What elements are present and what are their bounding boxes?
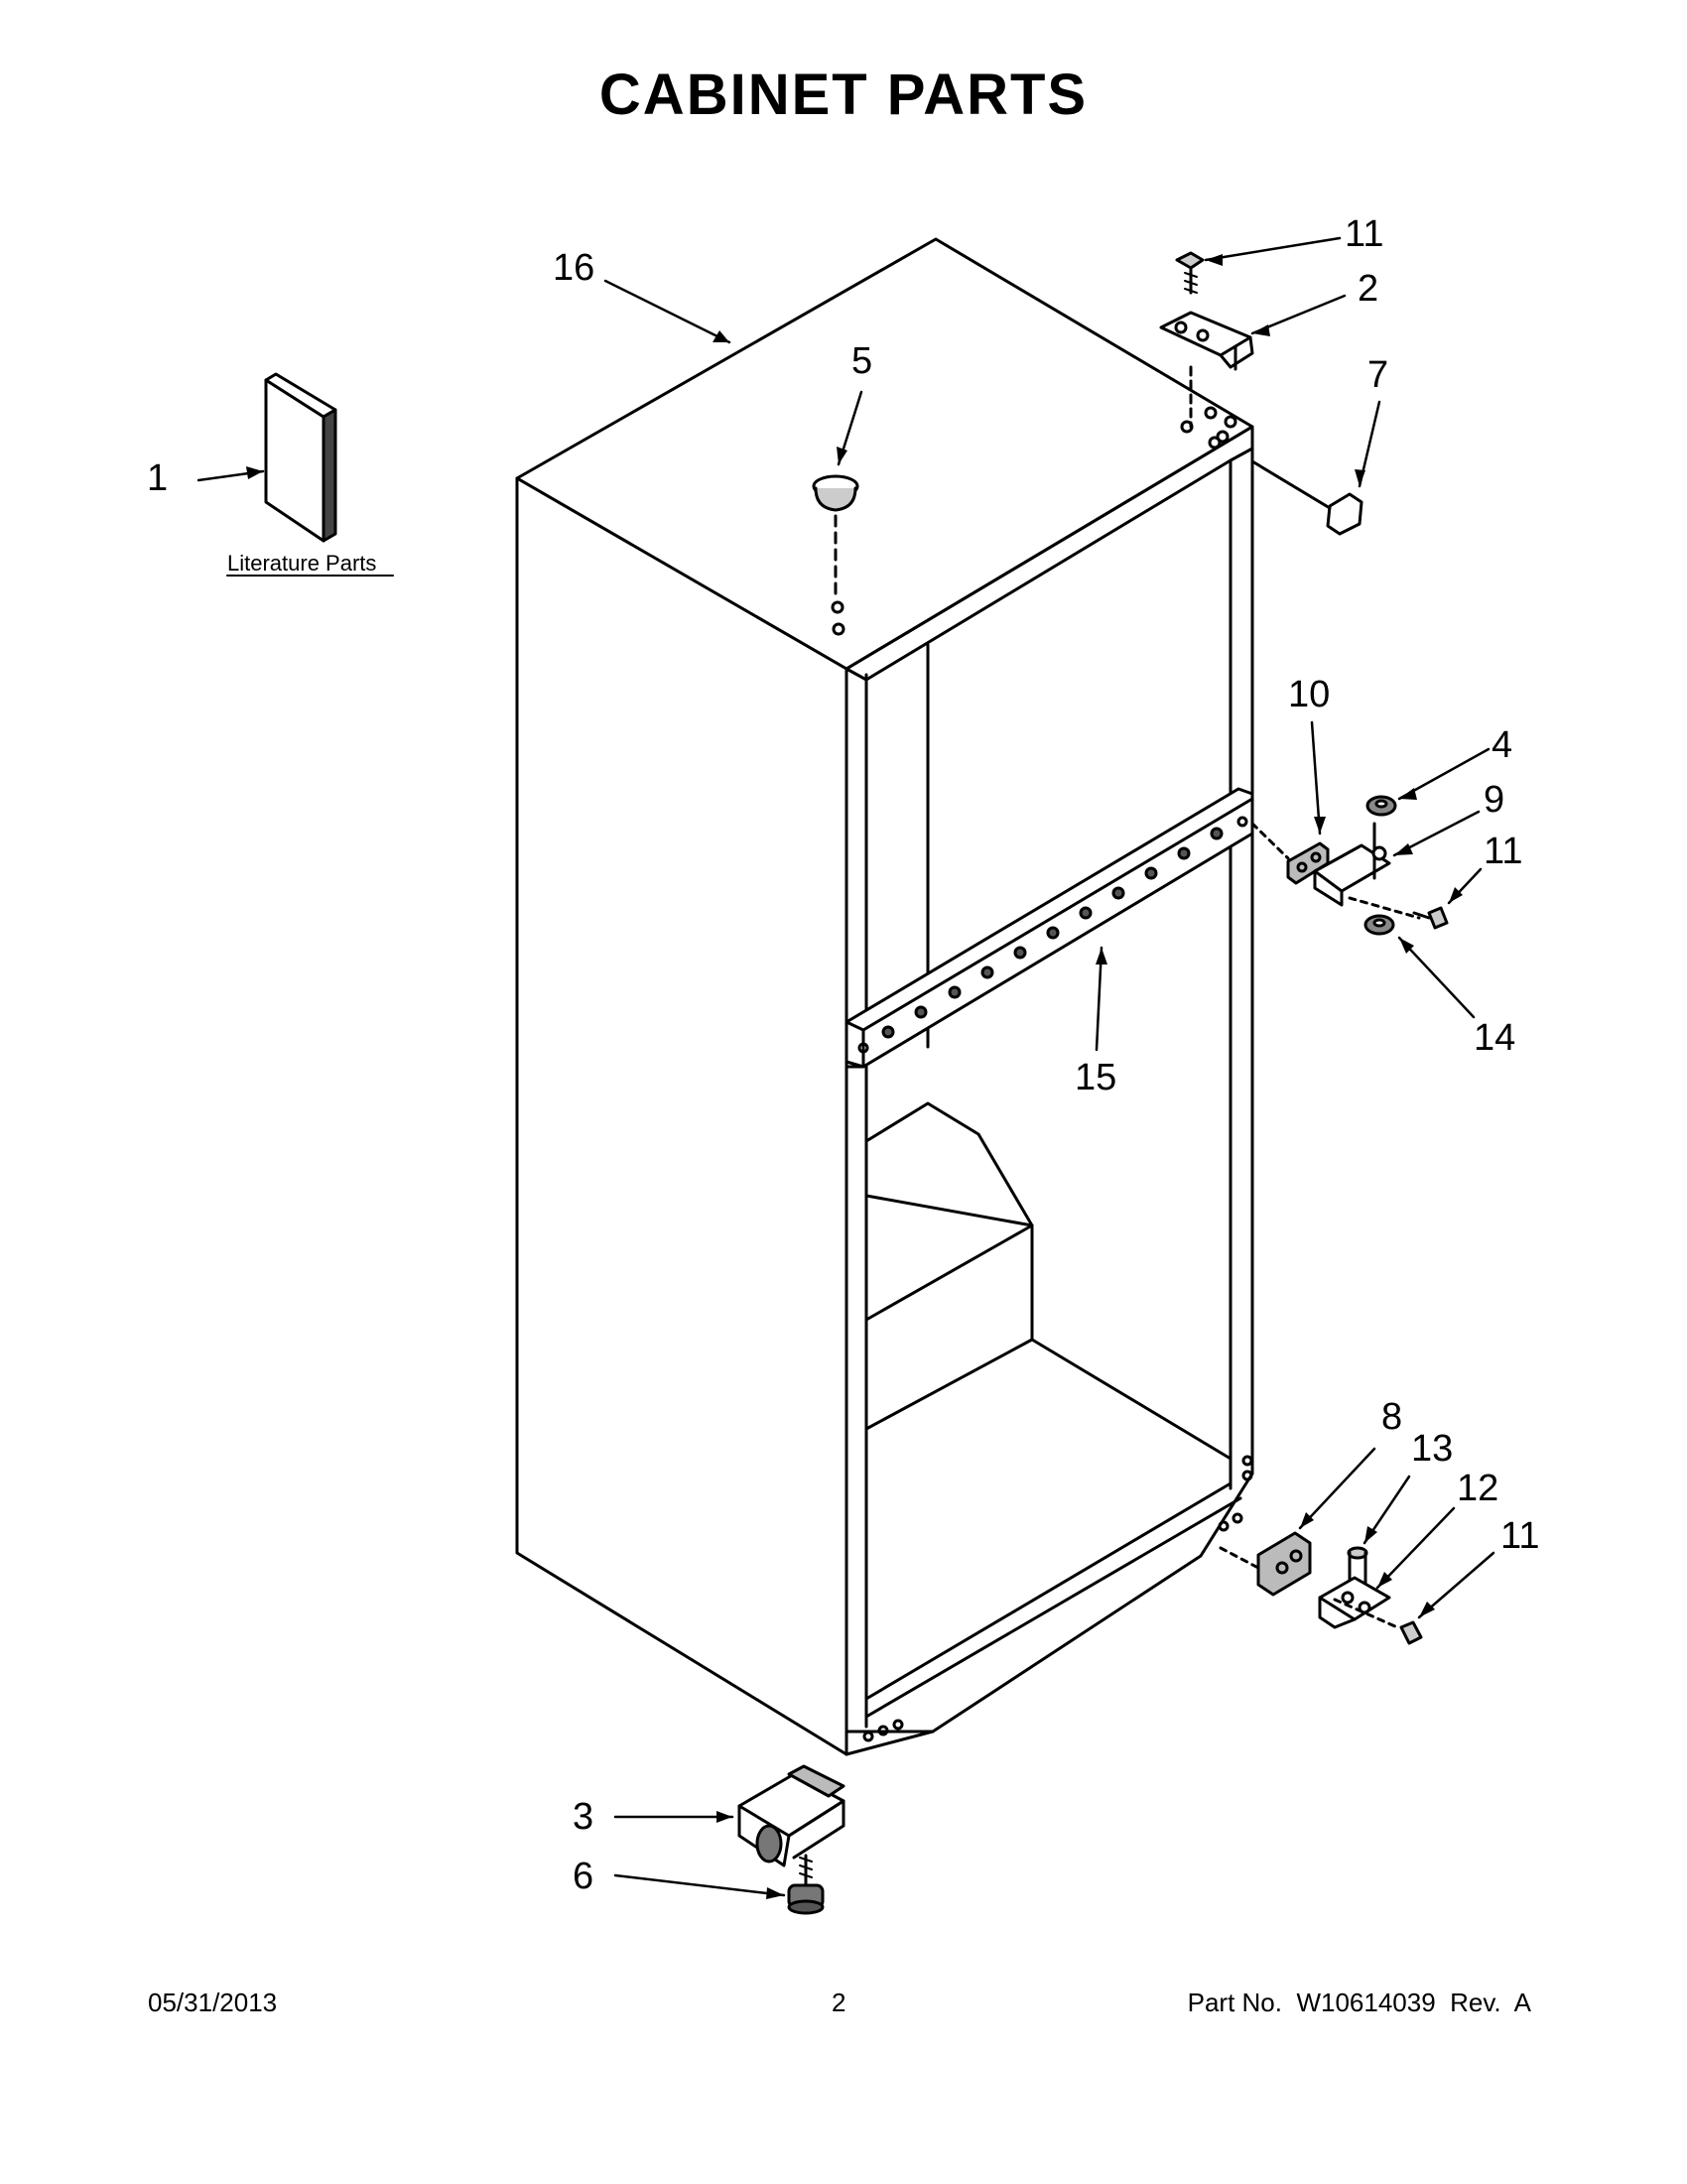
center-hinge-bracket [1313, 822, 1391, 907]
callout-16: 16 [553, 247, 594, 289]
upper-washer [1365, 795, 1397, 817]
bottom-hinge-bracket [1318, 1576, 1391, 1629]
callout-14: 14 [1474, 1017, 1515, 1059]
page-title: CABINET PARTS [598, 63, 1089, 127]
cross-rail [844, 787, 1254, 1069]
leader-arrowheads [246, 254, 1463, 1899]
top-hinge-screw [1175, 251, 1205, 295]
callout-11-center: 11 [1484, 831, 1522, 872]
lower-washer [1363, 914, 1395, 936]
callout-8: 8 [1381, 1396, 1402, 1438]
roller-assembly [737, 1764, 845, 1867]
footer-part-number: Part No. W10614039 Rev. A [1187, 1988, 1531, 2017]
callout-10: 10 [1288, 674, 1330, 715]
top-hinge [1159, 311, 1254, 429]
callout-1: 1 [147, 457, 168, 499]
cabinet-body [515, 237, 1254, 1756]
center-hinge-screw [1348, 896, 1449, 930]
literature-booklet [264, 372, 337, 543]
bottom-hinge-screw [1333, 1598, 1423, 1645]
callout-12: 12 [1457, 1468, 1498, 1509]
interior-liner [864, 1101, 1233, 1461]
hinge-cover [1250, 459, 1363, 536]
callout-4: 4 [1492, 724, 1512, 766]
callout-11-top: 11 [1345, 213, 1383, 255]
bottom-hinge-shim [1219, 1531, 1312, 1597]
footer-page-number: 2 [832, 1988, 846, 2017]
plug-button [812, 474, 859, 597]
callout-15: 15 [1075, 1057, 1116, 1098]
callout-6: 6 [573, 1856, 593, 1897]
callout-5: 5 [851, 340, 872, 382]
callout-2: 2 [1358, 268, 1378, 310]
callout-labels: 1 2 3 4 5 6 7 8 9 10 11 11 11 12 13 14 1… [147, 213, 1539, 1897]
footer-date: 05/31/2013 [148, 1988, 278, 2017]
callout-11-bottom: 11 [1500, 1515, 1539, 1557]
callout-13: 13 [1411, 1428, 1453, 1470]
literature-parts-label: Literature Parts [227, 551, 376, 576]
callout-9: 9 [1484, 779, 1504, 821]
leveling-leg [787, 1854, 825, 1915]
callout-3: 3 [573, 1796, 593, 1838]
callout-7: 7 [1367, 354, 1388, 396]
